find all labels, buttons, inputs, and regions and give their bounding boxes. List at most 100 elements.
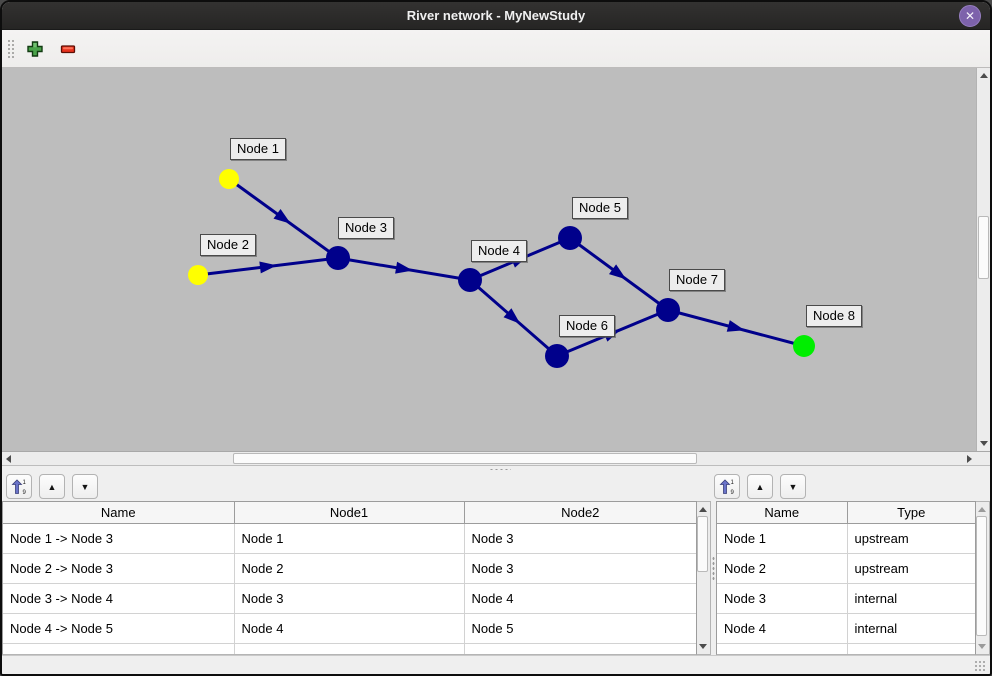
node-column-header[interactable]: Name [717,502,848,524]
node-label: Node 6 [559,315,615,337]
window-title: River network - MyNewStudy [406,8,586,23]
link-table-toolbar: 1 9 ▲ ▼ [6,474,105,499]
toolbar-drag-handle[interactable] [6,37,14,60]
node-table-cell[interactable]: Node 4 [717,613,848,644]
canvas-hscroll-thumb[interactable] [233,453,697,464]
canvas-vscroll-thumb[interactable] [978,216,989,279]
link-move-down-button[interactable]: ▼ [72,474,98,499]
scroll-down-arrow-icon[interactable] [980,441,988,446]
svg-text:9: 9 [731,490,735,495]
node-table-scroll-thumb[interactable] [976,516,987,636]
table-splitter[interactable] [711,501,716,655]
node-table-cell[interactable]: upstream [847,553,975,584]
link-column-header[interactable]: Node1 [234,502,465,524]
node-move-down-button[interactable]: ▼ [780,474,806,499]
node-table-cell[interactable]: Node 2 [717,553,848,584]
flow-direction-arrow-icon [609,264,627,280]
svg-text:1: 1 [23,480,27,486]
resize-grip-icon[interactable] [974,660,987,672]
node-table-cell[interactable]: Node 1 [717,523,848,554]
link-table-cell[interactable]: Node 3 [464,553,696,584]
scroll-right-arrow-icon[interactable] [967,455,972,463]
node-label: Node 4 [471,240,527,262]
node-move-up-button[interactable]: ▲ [747,474,773,499]
link-table-cell[interactable]: Node 4 [234,613,465,644]
river-node[interactable] [219,169,239,189]
node-empty-row [717,643,975,654]
sort-numeric-icon: 1 9 [719,479,735,495]
link-table-cell[interactable]: Node 3 -> Node 4 [3,583,235,614]
add-node-button[interactable] [22,37,48,61]
table-toolbar-row: 1 9 ▲ ▼ 1 9 ▲ ▼ [2,472,990,501]
close-icon: ✕ [964,9,976,23]
canvas-table-splitter[interactable] [2,465,990,472]
add-icon [27,40,43,57]
link-sort-button[interactable]: 1 9 [6,474,32,499]
scroll-left-arrow-icon[interactable] [6,455,11,463]
node-label: Node 7 [669,269,725,291]
river-node[interactable] [545,344,569,368]
status-bar [2,655,990,674]
link-column-header[interactable]: Node2 [464,502,696,524]
link-table-cell[interactable]: Node 3 [464,523,696,554]
link-table-scroll-thumb[interactable] [697,516,708,572]
main-toolbar [2,30,990,68]
svg-text:1: 1 [731,480,735,486]
remove-node-button[interactable] [55,37,81,61]
node-table-cell[interactable]: internal [847,583,975,614]
link-empty-row [3,643,696,654]
flow-direction-arrow-icon [726,320,745,332]
river-node[interactable] [793,335,815,357]
link-column-header[interactable]: Name [3,502,235,524]
scroll-up-arrow-icon[interactable] [978,507,986,512]
node-table-scrollbar[interactable] [976,501,990,655]
up-arrow-icon: ▲ [47,481,57,492]
river-node[interactable] [326,246,350,270]
remove-icon [60,44,76,53]
canvas-vertical-scrollbar[interactable] [976,68,990,451]
close-button[interactable]: ✕ [959,5,981,27]
link-table-cell[interactable]: Node 1 -> Node 3 [3,523,235,554]
scroll-up-arrow-icon[interactable] [980,73,988,78]
link-table-cell[interactable]: Node 1 [234,523,465,554]
canvas-horizontal-scrollbar[interactable] [2,451,990,465]
node-table-toolbar: 1 9 ▲ ▼ [714,474,813,499]
link-table-cell[interactable]: Node 3 [234,583,465,614]
scroll-down-arrow-icon[interactable] [699,644,707,649]
node-table-cell[interactable]: internal [847,613,975,644]
link-table-cell[interactable]: Node 2 [234,553,465,584]
link-table-cell[interactable]: Node 4 -> Node 5 [3,613,235,644]
link-table-cell[interactable]: Node 5 [464,613,696,644]
link-table-scrollbar[interactable] [697,501,711,655]
link-table-cell[interactable]: Node 4 [464,583,696,614]
node-column-header[interactable]: Type [847,502,975,524]
node-table-cell[interactable]: upstream [847,523,975,554]
river-node[interactable] [188,265,208,285]
scroll-down-arrow-icon[interactable] [978,644,986,649]
node-label: Node 3 [338,217,394,239]
down-arrow-icon: ▼ [788,481,798,492]
river-node[interactable] [558,226,582,250]
river-node[interactable] [458,268,482,292]
node-label: Node 5 [572,197,628,219]
river-node[interactable] [656,298,680,322]
scroll-up-arrow-icon[interactable] [699,507,707,512]
link-move-up-button[interactable]: ▲ [39,474,65,499]
down-arrow-icon: ▼ [80,481,90,492]
flow-direction-arrow-icon [273,208,291,224]
node-sort-button[interactable]: 1 9 [714,474,740,499]
link-table-cell[interactable]: Node 2 -> Node 3 [3,553,235,584]
node-table-cell[interactable]: Node 3 [717,583,848,614]
node-label: Node 2 [200,234,256,256]
